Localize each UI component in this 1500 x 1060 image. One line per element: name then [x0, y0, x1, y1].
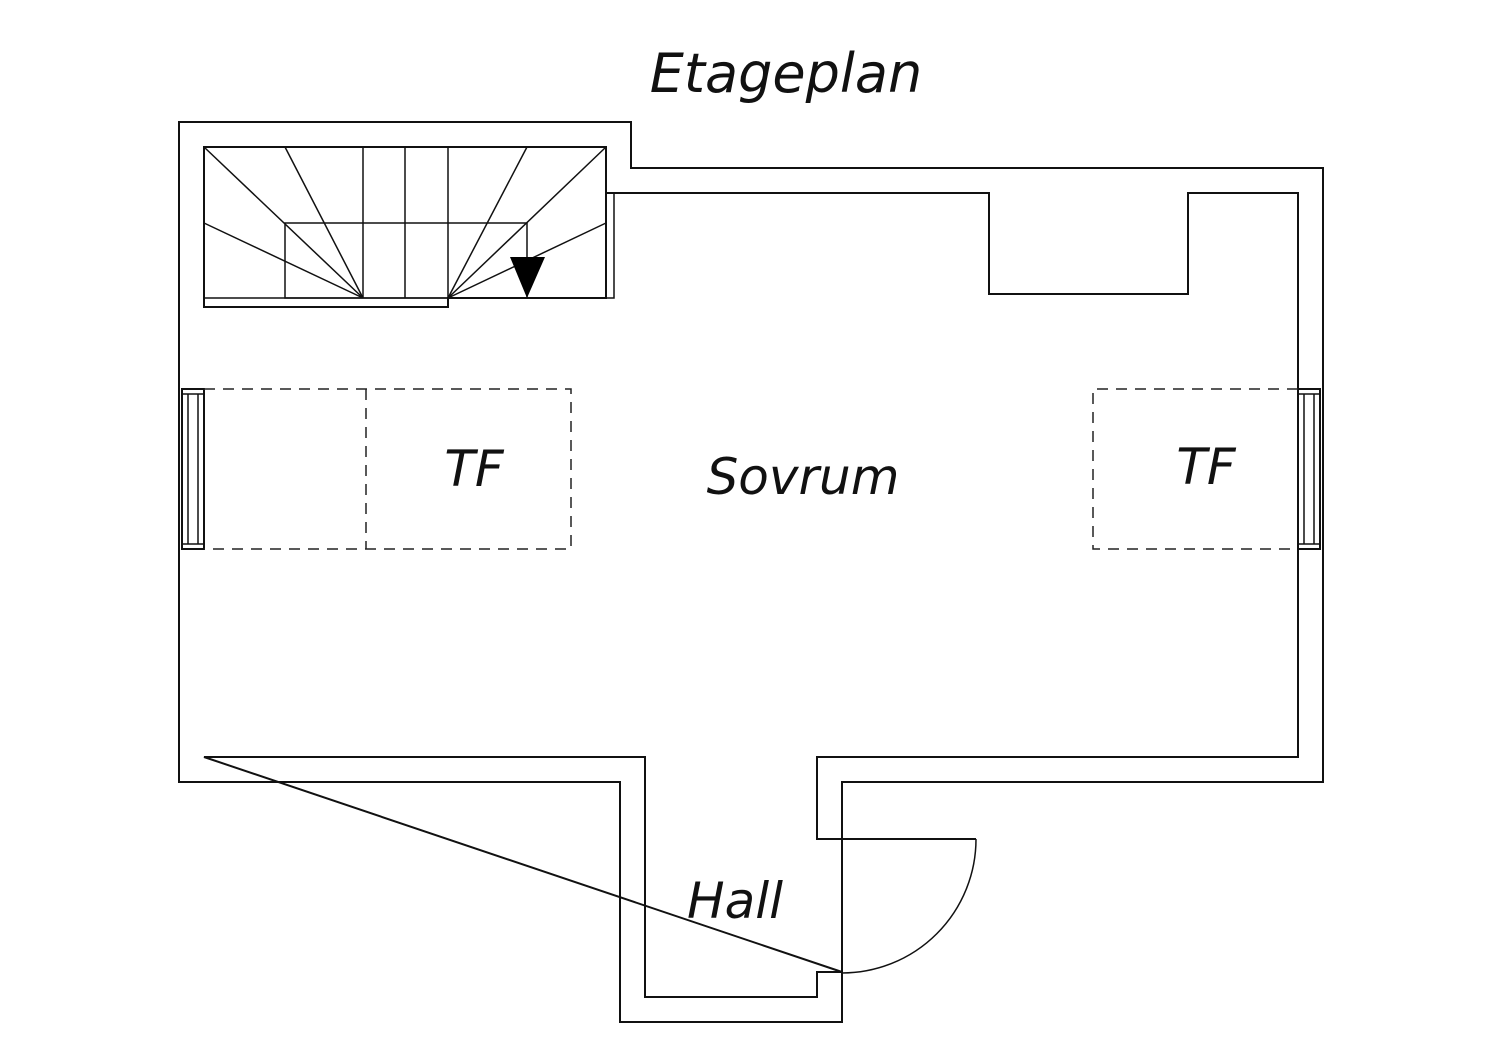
plan-title: Etageplan: [650, 42, 922, 105]
inner-wall: [203, 146, 1299, 998]
entrance-door: [841, 838, 977, 974]
staircase: [203, 146, 615, 308]
window-right: [1297, 388, 1321, 550]
tf-label-left: TF: [444, 440, 505, 498]
tf-label-right: TF: [1176, 438, 1237, 496]
outer-wall: [178, 121, 1324, 1023]
stair-arrow-down-icon: [510, 257, 545, 298]
window-left: [181, 388, 205, 550]
tf-zone-left: [204, 388, 572, 550]
tf-zone-right: [1092, 388, 1298, 550]
room-label-bedroom: Sovrum: [707, 448, 900, 506]
room-label-hall: Hall: [687, 872, 783, 930]
